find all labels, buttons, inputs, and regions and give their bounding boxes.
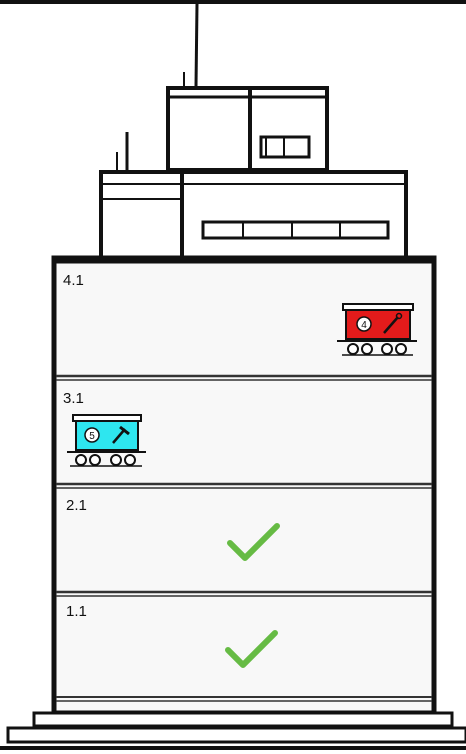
floor-label: 1.1 [66, 603, 87, 620]
floor-label: 4.1 [63, 272, 84, 289]
floor-label: 2.1 [66, 497, 87, 514]
upper-tower [168, 88, 327, 170]
building-base [0, 713, 466, 748]
middle-tower [101, 172, 406, 258]
floor-label: 3.1 [63, 390, 84, 407]
floor-1-1[interactable] [58, 598, 430, 695]
cart-number: 5 [89, 431, 95, 442]
cart-number: 4 [361, 320, 367, 331]
floor-4-1[interactable]: 4 [58, 265, 430, 374]
floor-3-1[interactable]: 5 [58, 382, 430, 482]
floor-2-1[interactable] [58, 490, 430, 590]
antenna [196, 4, 197, 86]
